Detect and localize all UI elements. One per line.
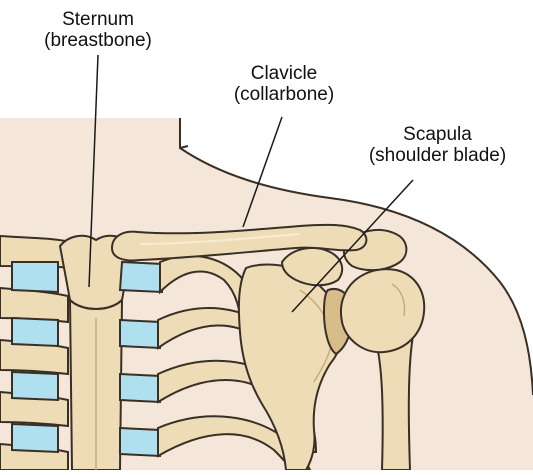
- clavicle-name: Clavicle: [204, 63, 364, 84]
- left-cartilage-1: [12, 262, 58, 292]
- sternum-label: Sternum (breastbone): [18, 9, 178, 51]
- left-cartilage-4: [12, 424, 58, 452]
- right-cartilage-4: [120, 428, 160, 456]
- left-cartilage-2: [12, 318, 58, 346]
- left-cartilage-3: [12, 372, 58, 400]
- right-cartilage-2: [120, 320, 160, 348]
- sternum-name: Sternum: [18, 9, 178, 30]
- clavicle-common-name: (collarbone): [204, 84, 364, 105]
- scapula-label: Scapula (shoulder blade): [345, 124, 530, 166]
- right-cartilage-3: [120, 374, 160, 402]
- right-cartilage-1: [120, 262, 162, 292]
- scapula-common-name: (shoulder blade): [345, 145, 530, 166]
- clavicle-label: Clavicle (collarbone): [204, 63, 364, 105]
- humerus-head: [341, 269, 424, 352]
- sternum-common-name: (breastbone): [18, 30, 178, 51]
- neck-notch: [180, 146, 188, 148]
- scapula-name: Scapula: [345, 124, 530, 145]
